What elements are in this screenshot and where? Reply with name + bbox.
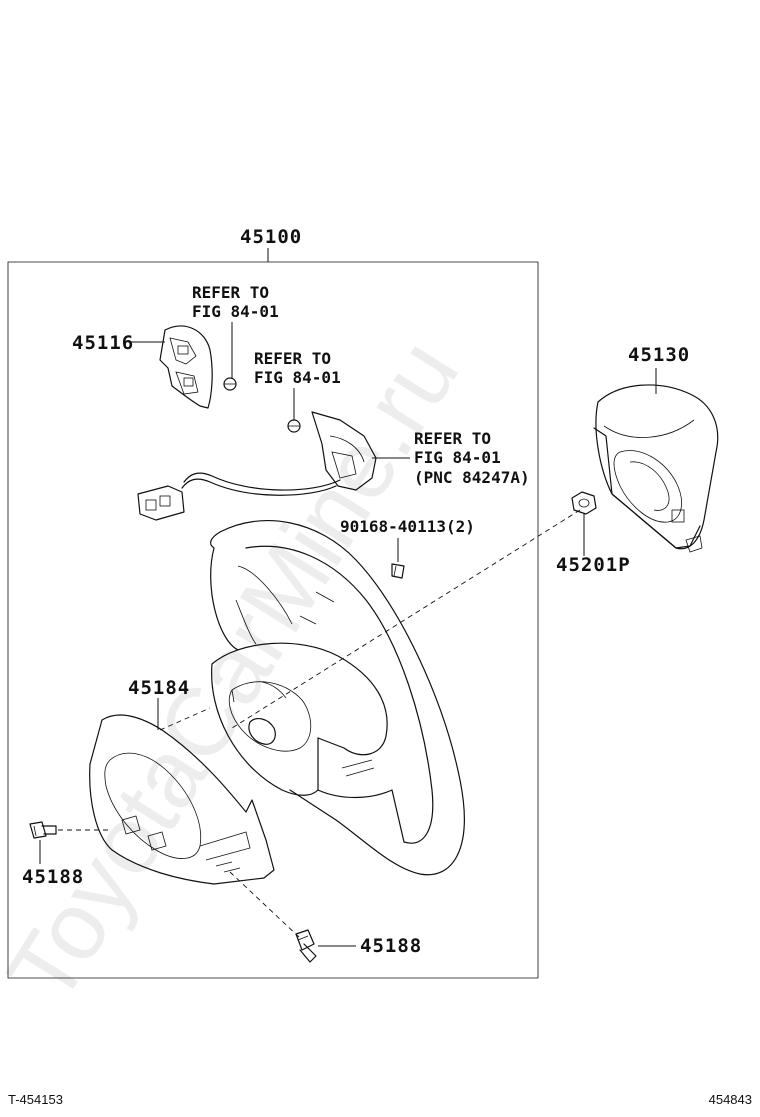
footer-right-code: 454843	[709, 1092, 752, 1107]
reference-3-line-3: (PNC 84247A)	[414, 468, 530, 487]
footer-left-code: T-454153	[8, 1092, 63, 1107]
part-45130-horn-pad[interactable]	[593, 384, 719, 553]
part-steering-switch-with-harness[interactable]	[137, 411, 377, 521]
callout-90168-40113: 90168-40113(2)	[340, 517, 475, 536]
part-45188-screw-left[interactable]	[29, 821, 57, 839]
part-45116-switch-bezel[interactable]	[159, 325, 213, 409]
callout-45188-left: 45188	[22, 866, 84, 888]
part-steering-wheel[interactable]	[210, 520, 465, 876]
assembly-frame	[7, 248, 539, 979]
part-45184-lower-cover[interactable]	[89, 714, 275, 885]
reference-3-line-2: FIG 84-01	[414, 448, 501, 467]
callout-45116: 45116	[72, 332, 134, 354]
callout-45201p: 45201P	[556, 554, 631, 576]
reference-1-line-2: FIG 84-01	[192, 302, 279, 321]
reference-2-line-1: REFER TO	[254, 349, 331, 368]
screw-ref-2	[287, 419, 301, 433]
assembly-part-number: 45100	[240, 226, 302, 248]
callout-45130: 45130	[628, 344, 690, 366]
part-90168-screw[interactable]	[391, 563, 405, 579]
watermark-text: ToyotaCarMine.ru	[0, 322, 479, 1021]
callout-45184: 45184	[128, 677, 190, 699]
reference-2-line-2: FIG 84-01	[254, 368, 341, 387]
callout-45188-bottom: 45188	[360, 935, 422, 957]
part-45201p-nut[interactable]	[571, 491, 597, 515]
reference-1-line-1: REFER TO	[192, 283, 269, 302]
screw-ref-1	[223, 377, 237, 391]
reference-3-line-1: REFER TO	[414, 429, 491, 448]
part-45188-screw-bottom[interactable]	[295, 929, 317, 963]
